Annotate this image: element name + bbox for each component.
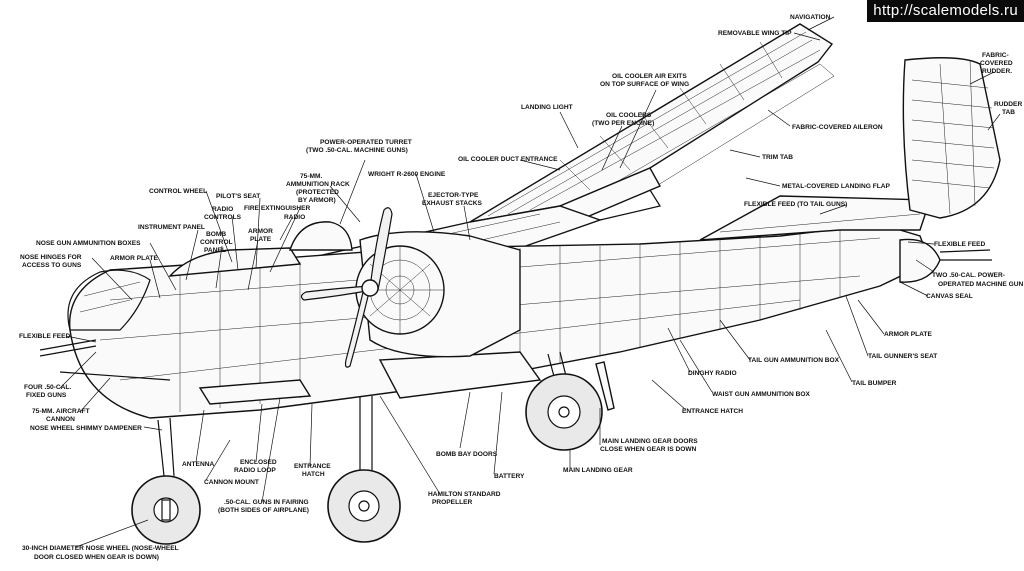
- watermark: http://scalemodels.ru: [867, 0, 1024, 22]
- label-ammunition-rack-4: BY ARMOR): [298, 197, 336, 204]
- label-ammunition-rack-2: AMMUNITION RACK: [286, 181, 350, 188]
- label-fabric-covered-aileron: FABRIC-COVERED AILERON: [792, 124, 883, 131]
- label-fabric-covered-rudder-2: COVERED: [980, 60, 1013, 67]
- propeller: [300, 207, 393, 368]
- label-dinghy-radio: DINGHY RADIO: [688, 370, 737, 377]
- label-hamilton-standard-propeller: HAMILTON STANDARD: [428, 491, 501, 498]
- label-instrument-panel: INSTRUMENT PANEL: [138, 224, 205, 231]
- label-enclosed-radio-loop-2: RADIO LOOP: [234, 467, 276, 474]
- label-two-50cal-power-guns: TWO .50-CAL. POWER-: [932, 272, 1005, 279]
- second-main-gear: [327, 396, 401, 543]
- label-main-landing-gear-doors: MAIN LANDING GEAR DOORS: [602, 438, 698, 445]
- label-radio-controls: RADIO: [212, 206, 233, 213]
- label-removable-wing-tip: REMOVABLE WING TIP: [718, 30, 792, 37]
- label-armor-plate-nose: ARMOR PLATE: [110, 255, 158, 262]
- nose-landing-gear: [131, 417, 201, 545]
- label-nose-hinges: NOSE HINGES FOR: [20, 254, 82, 261]
- label-bomb-control-panel-3: PANEL: [204, 247, 226, 254]
- label-75mm-cannon-2: CANNON: [46, 416, 75, 423]
- label-oil-cooler-air-exits-2: ON TOP SURFACE OF WING: [600, 81, 689, 88]
- label-antenna: ANTENNA: [182, 461, 214, 468]
- label-rudder-tab-2: TAB: [1002, 109, 1015, 116]
- label-bomb-control-panel-2: CONTROL: [200, 239, 233, 246]
- label-nose-gun-ammunition-boxes: NOSE GUN AMMUNITION BOXES: [36, 240, 141, 247]
- label-oil-cooler-duct-entrance: OIL COOLER DUCT ENTRANCE: [458, 156, 558, 163]
- label-pilots-seat: PILOT'S SEAT: [216, 193, 260, 200]
- label-oil-coolers: OIL COOLERS: [606, 112, 652, 119]
- label-two-50cal-power-guns-2: OPERATED MACHINE GUN: [938, 281, 1023, 288]
- label-flexible-feed-tail: FLEXIBLE FEED (TO TAIL GUNS): [744, 201, 847, 208]
- label-armor-plate-cockpit-2: PLATE: [250, 236, 272, 243]
- label-tail-gun-ammunition-box: TAIL GUN AMMUNITION BOX: [748, 357, 840, 364]
- label-flexible-feed-right: FLEXIBLE FEED: [934, 241, 986, 248]
- main-landing-gear: [525, 351, 615, 451]
- leader-lines: [59, 16, 1001, 548]
- label-nose-wheel-shimmy-dampener: NOSE WHEEL SHIMMY DAMPENER: [30, 425, 142, 432]
- label-fire-extinguisher: FIRE EXTINGUISHER: [244, 205, 311, 212]
- label-guns-in-fairing-2: (BOTH SIDES OF AIRPLANE): [218, 507, 309, 514]
- label-nose-wheel-2: DOOR CLOSED WHEN GEAR IS DOWN): [34, 554, 159, 561]
- label-bomb-control-panel: BOMB: [206, 231, 226, 238]
- label-oil-cooler-air-exits: OIL COOLER AIR EXITS: [612, 73, 687, 80]
- label-bomb-bay-doors: BOMB BAY DOORS: [436, 451, 498, 458]
- tail-assembly: [699, 57, 1001, 283]
- label-oil-coolers-2: (TWO PER ENGINE): [592, 120, 654, 127]
- label-wright-engine: WRIGHT R-2600 ENGINE: [368, 171, 446, 178]
- label-ejector-exhaust-stacks: EJECTOR-TYPE: [428, 192, 479, 199]
- label-waist-gun-ammunition-box: WAIST GUN AMMUNITION BOX: [712, 391, 811, 398]
- label-enclosed-radio-loop: ENCLOSED: [240, 459, 277, 466]
- label-tail-bumper: TAIL BUMPER: [852, 380, 897, 387]
- label-entrance-hatch-right: ENTRANCE HATCH: [682, 408, 743, 415]
- label-four-50cal-fixed-guns-2: FIXED GUNS: [26, 392, 67, 399]
- label-fabric-covered-rudder: FABRIC-: [982, 52, 1009, 59]
- label-canvas-seal: CANVAS SEAL: [926, 293, 973, 300]
- label-four-50cal-fixed-guns: FOUR .50-CAL.: [24, 384, 71, 391]
- label-tail-gunners-seat: TAIL GUNNER'S SEAT: [868, 353, 937, 360]
- label-ammunition-rack: 75-MM.: [300, 173, 323, 180]
- label-fabric-covered-rudder-3: RUDDER.: [982, 68, 1012, 75]
- label-flexible-feed-left: FLEXIBLE FEED: [19, 333, 71, 340]
- label-nose-hinges-2: ACCESS TO GUNS: [22, 262, 82, 269]
- label-cannon-mount: CANNON MOUNT: [204, 479, 259, 486]
- label-ammunition-rack-3: (PROTECTED: [296, 189, 339, 196]
- label-ejector-exhaust-stacks-2: EXHAUST STACKS: [422, 200, 483, 207]
- aircraft-illustration: [39, 23, 1001, 545]
- label-battery: BATTERY: [494, 473, 525, 480]
- right-wing: [469, 23, 835, 223]
- label-entrance-hatch-2: HATCH: [302, 471, 325, 478]
- label-power-operated-turret: POWER-OPERATED TURRET: [320, 139, 412, 146]
- label-control-wheel: CONTROL WHEEL: [149, 188, 207, 195]
- label-main-landing-gear-doors-2: CLOSE WHEN GEAR IS DOWN: [600, 446, 697, 453]
- label-hamilton-standard-propeller-2: PROPELLER: [432, 499, 473, 506]
- label-guns-in-fairing: .50-CAL. GUNS IN FAIRING: [224, 499, 309, 506]
- callout-labels: NAVIGATION REMOVABLE WING TIP FABRIC- CO…: [19, 14, 1023, 561]
- label-radio-controls-2: CONTROLS: [204, 214, 242, 221]
- label-75mm-cannon: 75-MM. AIRCRAFT: [32, 408, 90, 415]
- label-rudder-tab: RUDDER: [994, 101, 1022, 108]
- label-power-operated-turret-2: (TWO .50-CAL. MACHINE GUNS): [306, 147, 408, 154]
- label-main-landing-gear: MAIN LANDING GEAR: [563, 467, 633, 474]
- label-entrance-hatch: ENTRANCE: [294, 463, 331, 470]
- label-nose-wheel: 30-INCH DIAMETER NOSE WHEEL (NOSE-WHEEL: [22, 545, 179, 552]
- label-armor-plate-cockpit: ARMOR: [248, 228, 273, 235]
- label-trim-tab: TRIM TAB: [762, 154, 793, 161]
- label-metal-covered-landing-flap: METAL-COVERED LANDING FLAP: [782, 183, 891, 190]
- label-armor-plate-tail: ARMOR PLATE: [884, 331, 932, 338]
- label-radio: RADIO: [284, 214, 305, 221]
- label-navigation: NAVIGATION: [790, 14, 831, 21]
- label-landing-light: LANDING LIGHT: [521, 104, 573, 111]
